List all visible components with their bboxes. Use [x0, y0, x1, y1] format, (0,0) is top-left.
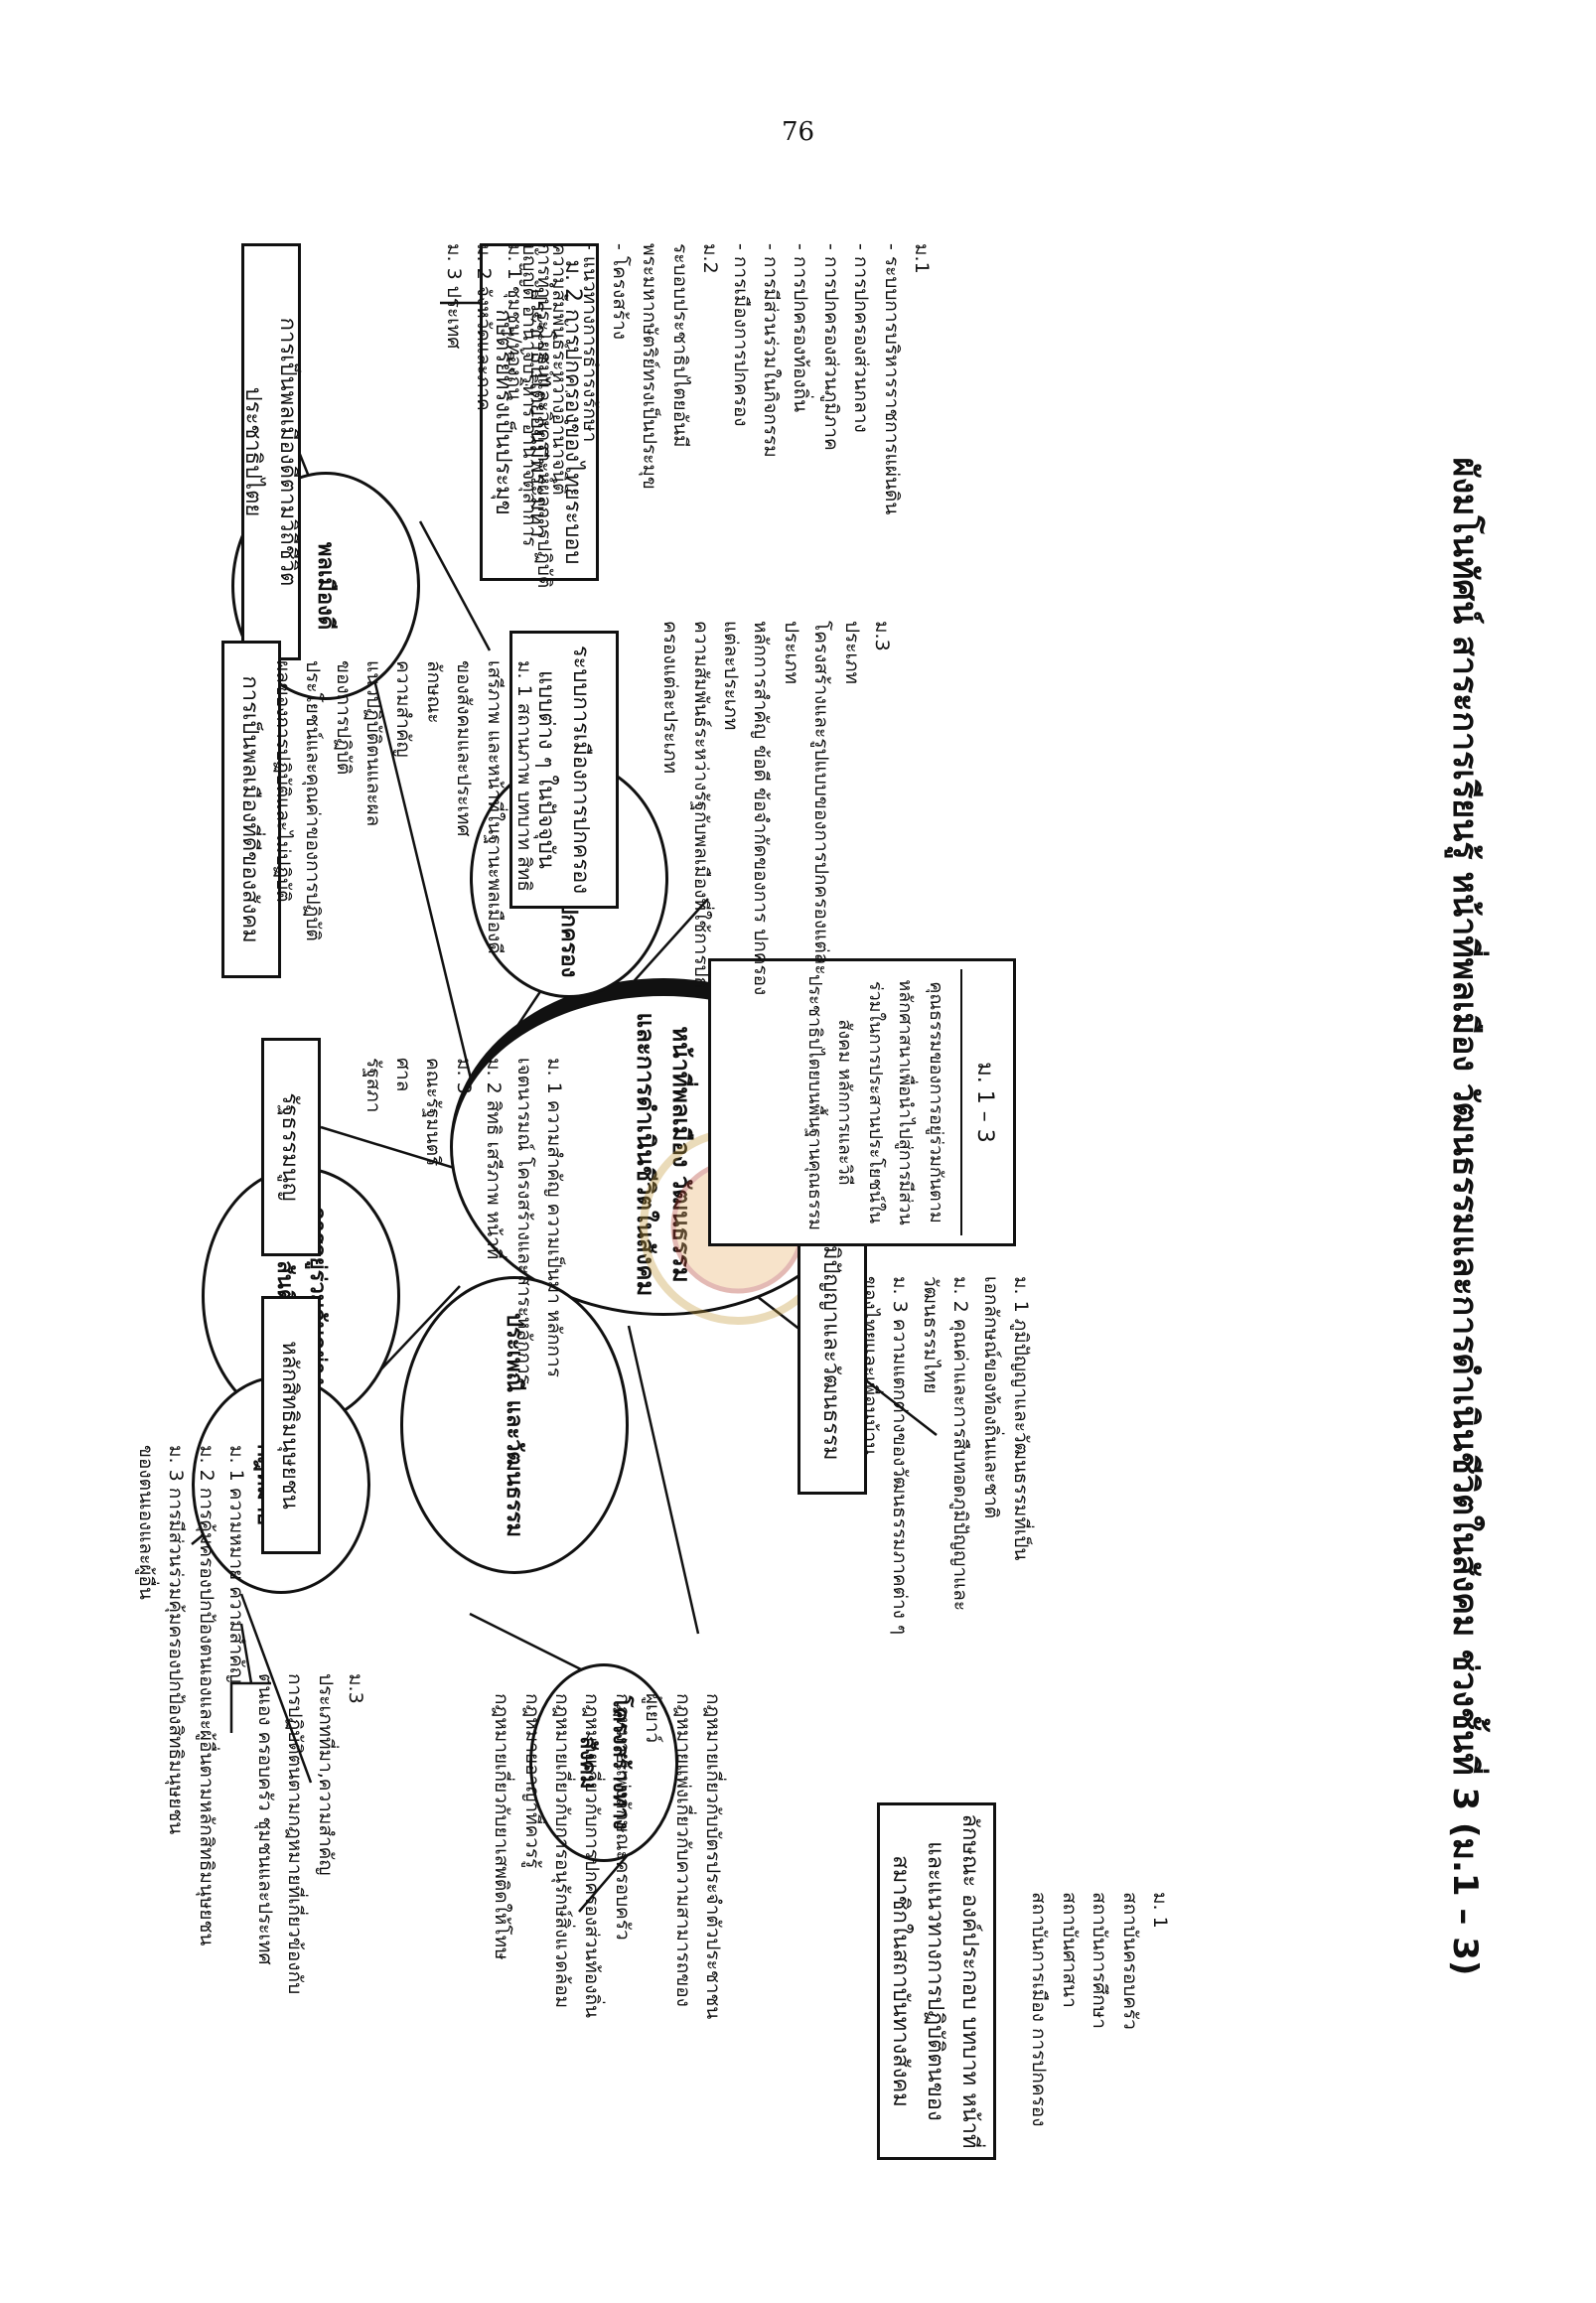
list-constitution: ม. 1 ความสำคัญ ความเป็นมา หลักการ เจตนาร… — [362, 1058, 565, 1384]
box-constitution: รัฐธรรมนูญ — [261, 1038, 321, 1256]
list-law-m3: ม.3 ประเภทที่มา,ความสำคัญ การปฏิบัติตนตา… — [253, 1673, 366, 1995]
box-peace: ม. 1 – 3 คุณธรรมของการอยู่ร่วมกันตามหลัก… — [708, 958, 1016, 1246]
box-peace-title: ม. 1 – 3 — [960, 969, 1009, 1235]
page-number: 76 — [781, 117, 815, 147]
diagram-title: ผังมโนทัศน์ สาระการเรียนรู้ หน้าที่พลเมื… — [1445, 457, 1485, 1976]
list-thai-gov: ม.1 - ระบบการบริหารราชการแผ่นดิน - การปก… — [517, 243, 933, 547]
list-citizen-duty: ม. 1 สถานภาพ บทบาท สิทธิ เสรีภาพ และหน้า… — [271, 660, 535, 954]
box-status-role: ลักษณะ องค์ประกอบ บทบาท หน้าที่ และแนวทา… — [877, 1802, 996, 2160]
list-law: กฎหมายเกี่ยวกับบัตรประจำตัวประชาชน กฎหมา… — [491, 1693, 724, 2020]
list-wisdom: ม. 1 ภูมิปัญญาและวัฒนธรรมที่เป็น เอกลักษ… — [859, 1276, 1032, 1636]
box-human-rights: หลักสิทธิมนุษยชน — [261, 1296, 321, 1554]
box-peace-text: คุณธรรมของการอยู่ร่วมกันตามหลักศาสนาเพื่… — [803, 974, 946, 1230]
list-human-rights: ม. 1 ความหมาย ความสำคัญ ม. 2 การคุ้มครอง… — [134, 1445, 247, 1946]
list-gov-system: ม.3 ประเภท โครงสร้างและรูปแบบของการปกครอ… — [659, 621, 893, 996]
concept-map: ผังมโนทัศน์ สาระการเรียนรู้ หน้าที่พลเมื… — [102, 204, 1493, 2230]
box-democracy-life: การเป็นพลเมืองดีตามวิถีชีวิตประชาธิปไตย — [240, 243, 301, 660]
list-status-role: ม. 1 สถาบันครอบครัว สถาบันการศึกษา สถาบั… — [1028, 1892, 1171, 2127]
